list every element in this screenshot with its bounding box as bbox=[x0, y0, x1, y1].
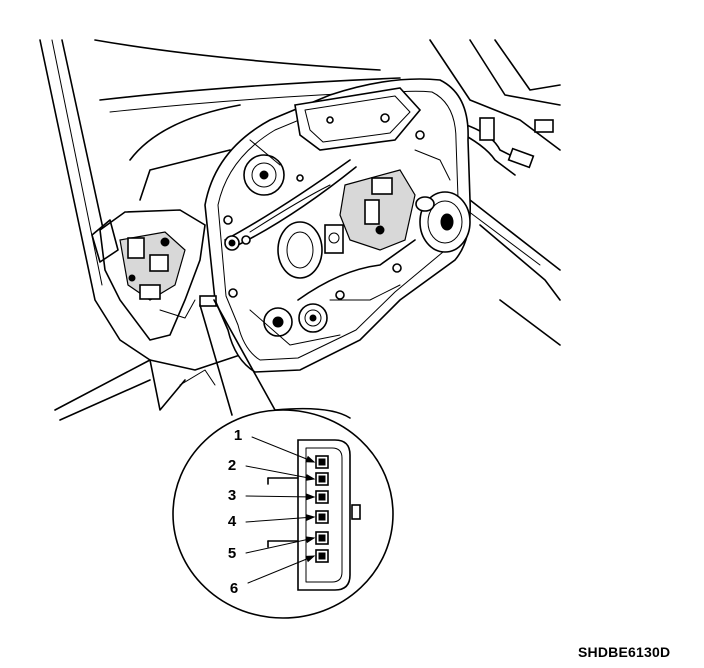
callout-label-4: 4 bbox=[228, 513, 237, 530]
connector-detail-circle bbox=[172, 409, 394, 619]
callout-leader-5 bbox=[245, 537, 315, 554]
callout-arrowhead-6 bbox=[305, 555, 316, 563]
callout-leader-3 bbox=[245, 495, 315, 498]
callout-leader-2 bbox=[245, 465, 315, 480]
callout-leader-6 bbox=[247, 555, 315, 584]
callout-label-3: 3 bbox=[228, 487, 236, 504]
door-latch-assembly bbox=[91, 209, 217, 341]
terminal-pin-6 bbox=[318, 552, 326, 560]
callout-leader-4 bbox=[245, 516, 315, 523]
callout-label-5: 5 bbox=[228, 545, 236, 562]
terminal-pin-5 bbox=[318, 534, 326, 542]
connector-lock-tab bbox=[351, 504, 361, 520]
callout-arrowhead-1 bbox=[305, 455, 316, 463]
terminal-pin-1 bbox=[318, 458, 326, 466]
callout-arrowhead-4 bbox=[305, 514, 316, 522]
connector-terminals bbox=[315, 455, 329, 563]
callout-label-1: 1 bbox=[234, 427, 242, 444]
callout-label-2: 2 bbox=[228, 457, 236, 474]
callout-arrowhead-5 bbox=[305, 536, 316, 544]
callout-label-6: 6 bbox=[230, 580, 238, 597]
callout-leader-1 bbox=[251, 436, 315, 463]
callout-arrowhead-3 bbox=[305, 493, 316, 501]
door-inner-panel bbox=[204, 78, 472, 373]
figure-code: SHDBE6130D bbox=[578, 644, 671, 660]
vehicle-body-frame bbox=[39, 39, 561, 421]
callout-group: 1 2 3 4 5 6 bbox=[228, 427, 316, 597]
terminal-pin-3 bbox=[318, 493, 326, 501]
callout-arrowhead-2 bbox=[305, 474, 316, 481]
terminal-pin-4 bbox=[318, 513, 326, 521]
terminal-pin-2 bbox=[318, 475, 326, 483]
